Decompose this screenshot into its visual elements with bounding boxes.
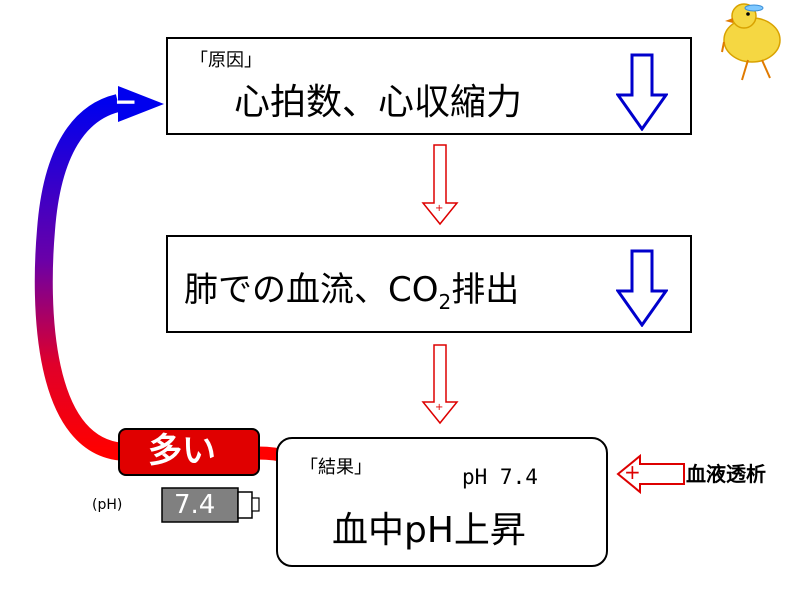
dialysis-plus-sign: + [624,460,641,484]
connector-plus-sign: + [435,402,444,413]
blue-down-arrow-icon [616,53,668,131]
result-title: 血中pH上昇 [332,510,526,551]
feedback-arrowhead [118,86,164,122]
badge-many: 多い [118,428,260,476]
red-hollow-arrow-icon [421,144,459,226]
feedback-minus-sign: − [114,85,138,118]
middle-title: 肺での血流、CO2排出 [184,273,519,312]
dialysis-label: 血液透析 [686,462,766,486]
cause-title: 心拍数、心収縮力 [234,82,523,123]
ph-meter-value: 7.4 [174,490,216,520]
result-box: 「結果」 pH 7.4 血中pH上昇 [276,437,608,567]
result-tag: 「結果」 [300,457,372,478]
red-hollow-arrow-icon [616,453,685,495]
cause-box: 「原因」 心拍数、心収縮力 [166,37,692,135]
feedback-loop-arc [34,94,129,461]
middle-title-suffix: 排出 [451,270,520,310]
red-hollow-arrow-icon [421,344,459,425]
ph-reading: pH 7.4 [462,465,538,489]
middle-title-prefix: 肺での血流、CO [184,270,439,310]
chick-icon [721,3,781,81]
badge-many-label: 多い [148,431,216,471]
ph-meter-label: (pH) [92,497,123,513]
connector-plus-sign: + [435,203,444,214]
battery-icon [161,487,239,523]
middle-title-subscript: 2 [438,289,452,314]
cause-tag: 「原因」 [190,50,262,71]
battery-terminal [251,497,260,512]
blue-down-arrow-icon [616,249,668,327]
battery-cap [237,491,253,519]
middle-box: 肺での血流、CO2排出 [166,235,692,333]
